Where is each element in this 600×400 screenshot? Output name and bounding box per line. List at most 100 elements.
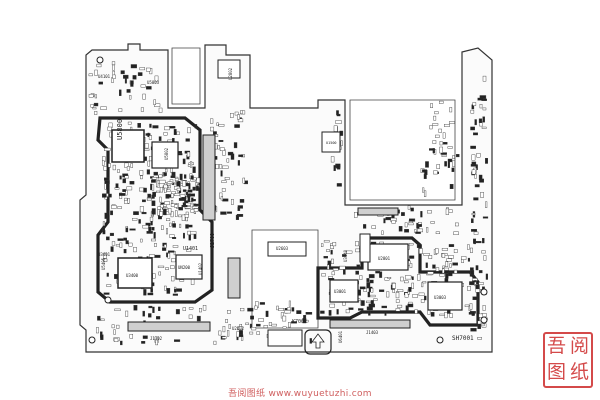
smd-component — [171, 258, 176, 263]
smd-component — [157, 265, 165, 268]
smd-component — [469, 303, 473, 310]
smd-component — [411, 282, 414, 289]
smd-component — [125, 227, 129, 233]
smd-component — [247, 307, 254, 312]
smd-component — [242, 177, 246, 184]
smd-component — [185, 202, 191, 206]
smd-component — [210, 118, 214, 124]
smd-component — [126, 89, 131, 93]
smd-component — [238, 154, 244, 157]
smd-component — [368, 303, 375, 308]
smd-component — [401, 212, 405, 216]
smd-component — [427, 271, 434, 275]
smd-component — [221, 336, 227, 339]
smd-component — [409, 255, 415, 259]
smd-component — [422, 281, 427, 284]
smd-component — [422, 187, 425, 193]
smd-component — [142, 224, 149, 229]
smd-component — [114, 308, 121, 311]
smd-component — [110, 210, 114, 216]
smd-component — [482, 216, 489, 219]
label-u2603: U2603 — [276, 246, 289, 251]
smd-component — [469, 281, 475, 286]
smd-component — [102, 221, 105, 227]
smd-component — [178, 214, 182, 218]
smd-component — [133, 246, 137, 253]
smd-component — [467, 257, 470, 262]
smd-component — [158, 271, 161, 276]
smd-component — [129, 334, 134, 339]
smd-component — [165, 267, 169, 270]
smd-component — [129, 180, 135, 185]
chip-u5802 — [151, 141, 179, 169]
smd-component — [188, 307, 194, 310]
smd-component — [218, 330, 222, 336]
smd-component — [217, 145, 220, 150]
smd-component — [391, 220, 396, 224]
smd-component — [359, 286, 366, 290]
smd-component — [340, 140, 343, 146]
watermark-seal: 吾 阅 图 纸 — [543, 332, 593, 388]
smd-component — [182, 307, 186, 311]
mounting-hole — [88, 336, 96, 344]
smd-component — [90, 104, 94, 108]
label-u5802: U5802 — [164, 147, 169, 160]
smd-component — [446, 258, 452, 262]
smd-component — [187, 193, 191, 196]
smd-component — [470, 109, 475, 114]
smd-component — [102, 230, 106, 235]
label-u5803: U5803 — [147, 80, 160, 85]
shield-frame-right — [316, 236, 480, 327]
smd-component — [111, 204, 117, 209]
label-u3400: U3400 — [126, 273, 139, 278]
smd-component — [162, 247, 167, 251]
smd-component — [96, 63, 102, 68]
connector-top — [217, 59, 241, 79]
smd-component — [421, 282, 424, 288]
smd-component — [185, 138, 190, 142]
smd-component — [302, 318, 307, 324]
smd-component — [187, 189, 193, 193]
smd-component — [478, 270, 483, 274]
smd-component — [432, 123, 439, 126]
smd-component — [245, 322, 249, 325]
smd-component — [443, 141, 448, 145]
smd-component — [143, 187, 147, 193]
smd-component — [108, 163, 111, 168]
smd-component — [119, 242, 123, 248]
smd-component — [336, 164, 340, 169]
smd-component — [478, 118, 483, 123]
smd-component — [153, 243, 157, 247]
smd-component — [150, 238, 156, 242]
smd-component — [132, 75, 137, 80]
smd-component — [191, 206, 199, 209]
smd-component — [385, 217, 392, 221]
smd-component — [327, 260, 332, 267]
smd-component — [202, 305, 207, 311]
smd-component — [179, 279, 185, 282]
smd-component — [367, 291, 370, 298]
smd-component — [439, 313, 445, 316]
smd-component — [288, 322, 291, 328]
smd-component — [146, 86, 152, 90]
label-u3140: U3140 — [343, 249, 348, 262]
smd-component — [480, 192, 484, 198]
smd-component — [361, 300, 365, 306]
smd-component — [381, 230, 384, 235]
smd-component — [366, 300, 371, 303]
smd-component — [412, 294, 418, 298]
smd-component — [379, 271, 383, 278]
smd-component — [164, 168, 168, 173]
smd-component — [220, 196, 223, 201]
smd-component — [404, 222, 408, 228]
smd-component — [187, 127, 191, 134]
smd-component — [142, 310, 145, 317]
smd-component — [227, 310, 231, 314]
smd-component — [445, 208, 449, 215]
smd-component — [172, 293, 179, 296]
smd-component — [172, 223, 176, 228]
smd-component — [452, 262, 458, 266]
smd-component — [433, 115, 437, 121]
smd-component — [103, 258, 108, 262]
